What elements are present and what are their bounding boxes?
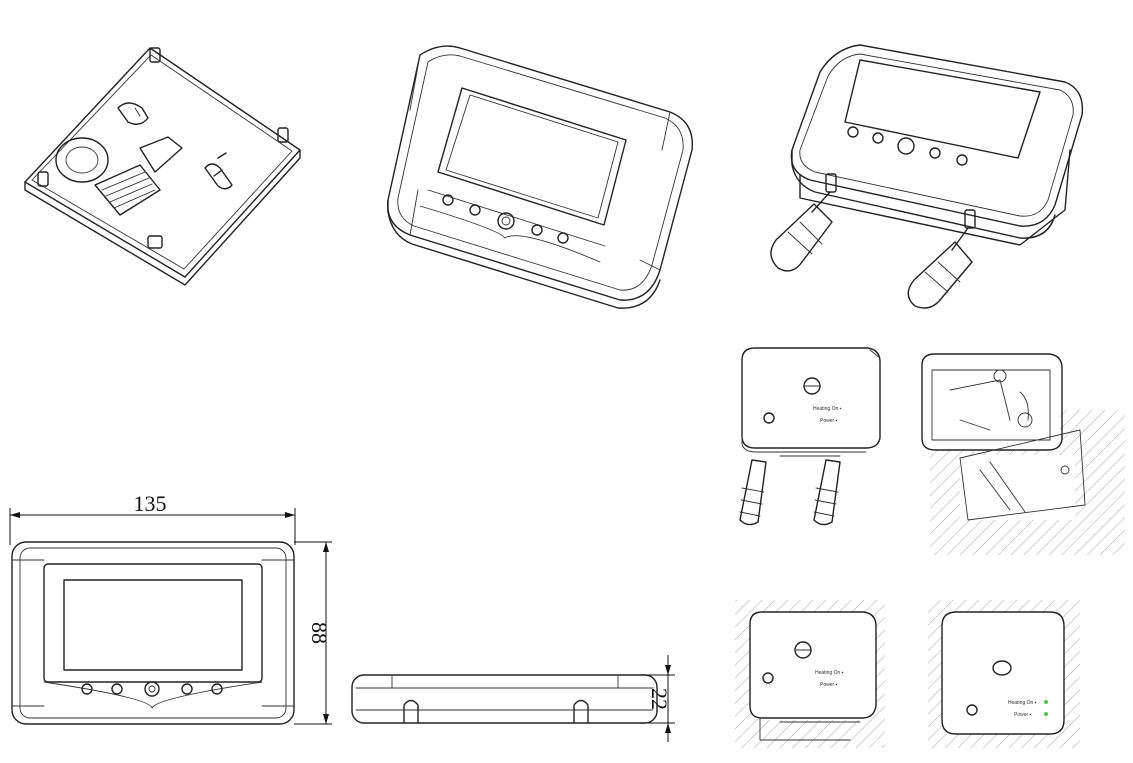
power-led bbox=[1044, 712, 1048, 716]
heating-led bbox=[1044, 700, 1048, 704]
finished-label-line2: Power ▪ bbox=[1014, 712, 1032, 718]
width-dimension-label: 135 bbox=[134, 491, 167, 516]
front-dimension-view: 135 88 bbox=[9, 491, 332, 725]
receiver-wiring-drawing bbox=[920, 353, 1125, 555]
receiver-mounted-drawing: Heating On ▪ Power ▪ bbox=[735, 600, 885, 748]
thermostat-perspective-drawing bbox=[386, 45, 694, 309]
receiver-label-line2: Power ▪ bbox=[820, 418, 838, 424]
height-dimension-label: 88 bbox=[307, 622, 332, 644]
wall-mounting-drawing bbox=[770, 44, 1084, 309]
receiver-finished-drawing: Heating On ▪ Power ▪ bbox=[928, 600, 1080, 748]
mounted-label-line2: Power ▪ bbox=[820, 682, 838, 688]
mounted-label-line1: Heating On ▪ bbox=[815, 670, 844, 676]
back-plate-drawing bbox=[24, 47, 301, 286]
depth-dimension-label: 22 bbox=[647, 688, 672, 710]
receiver-label-line1: Heating On ▪ bbox=[813, 406, 842, 412]
side-dimension-view: 22 bbox=[351, 655, 675, 742]
receiver-wall-plugs-drawing: Heating On ▪ Power ▪ bbox=[739, 347, 881, 526]
finished-label-line1: Heating On ▪ bbox=[1008, 700, 1037, 706]
